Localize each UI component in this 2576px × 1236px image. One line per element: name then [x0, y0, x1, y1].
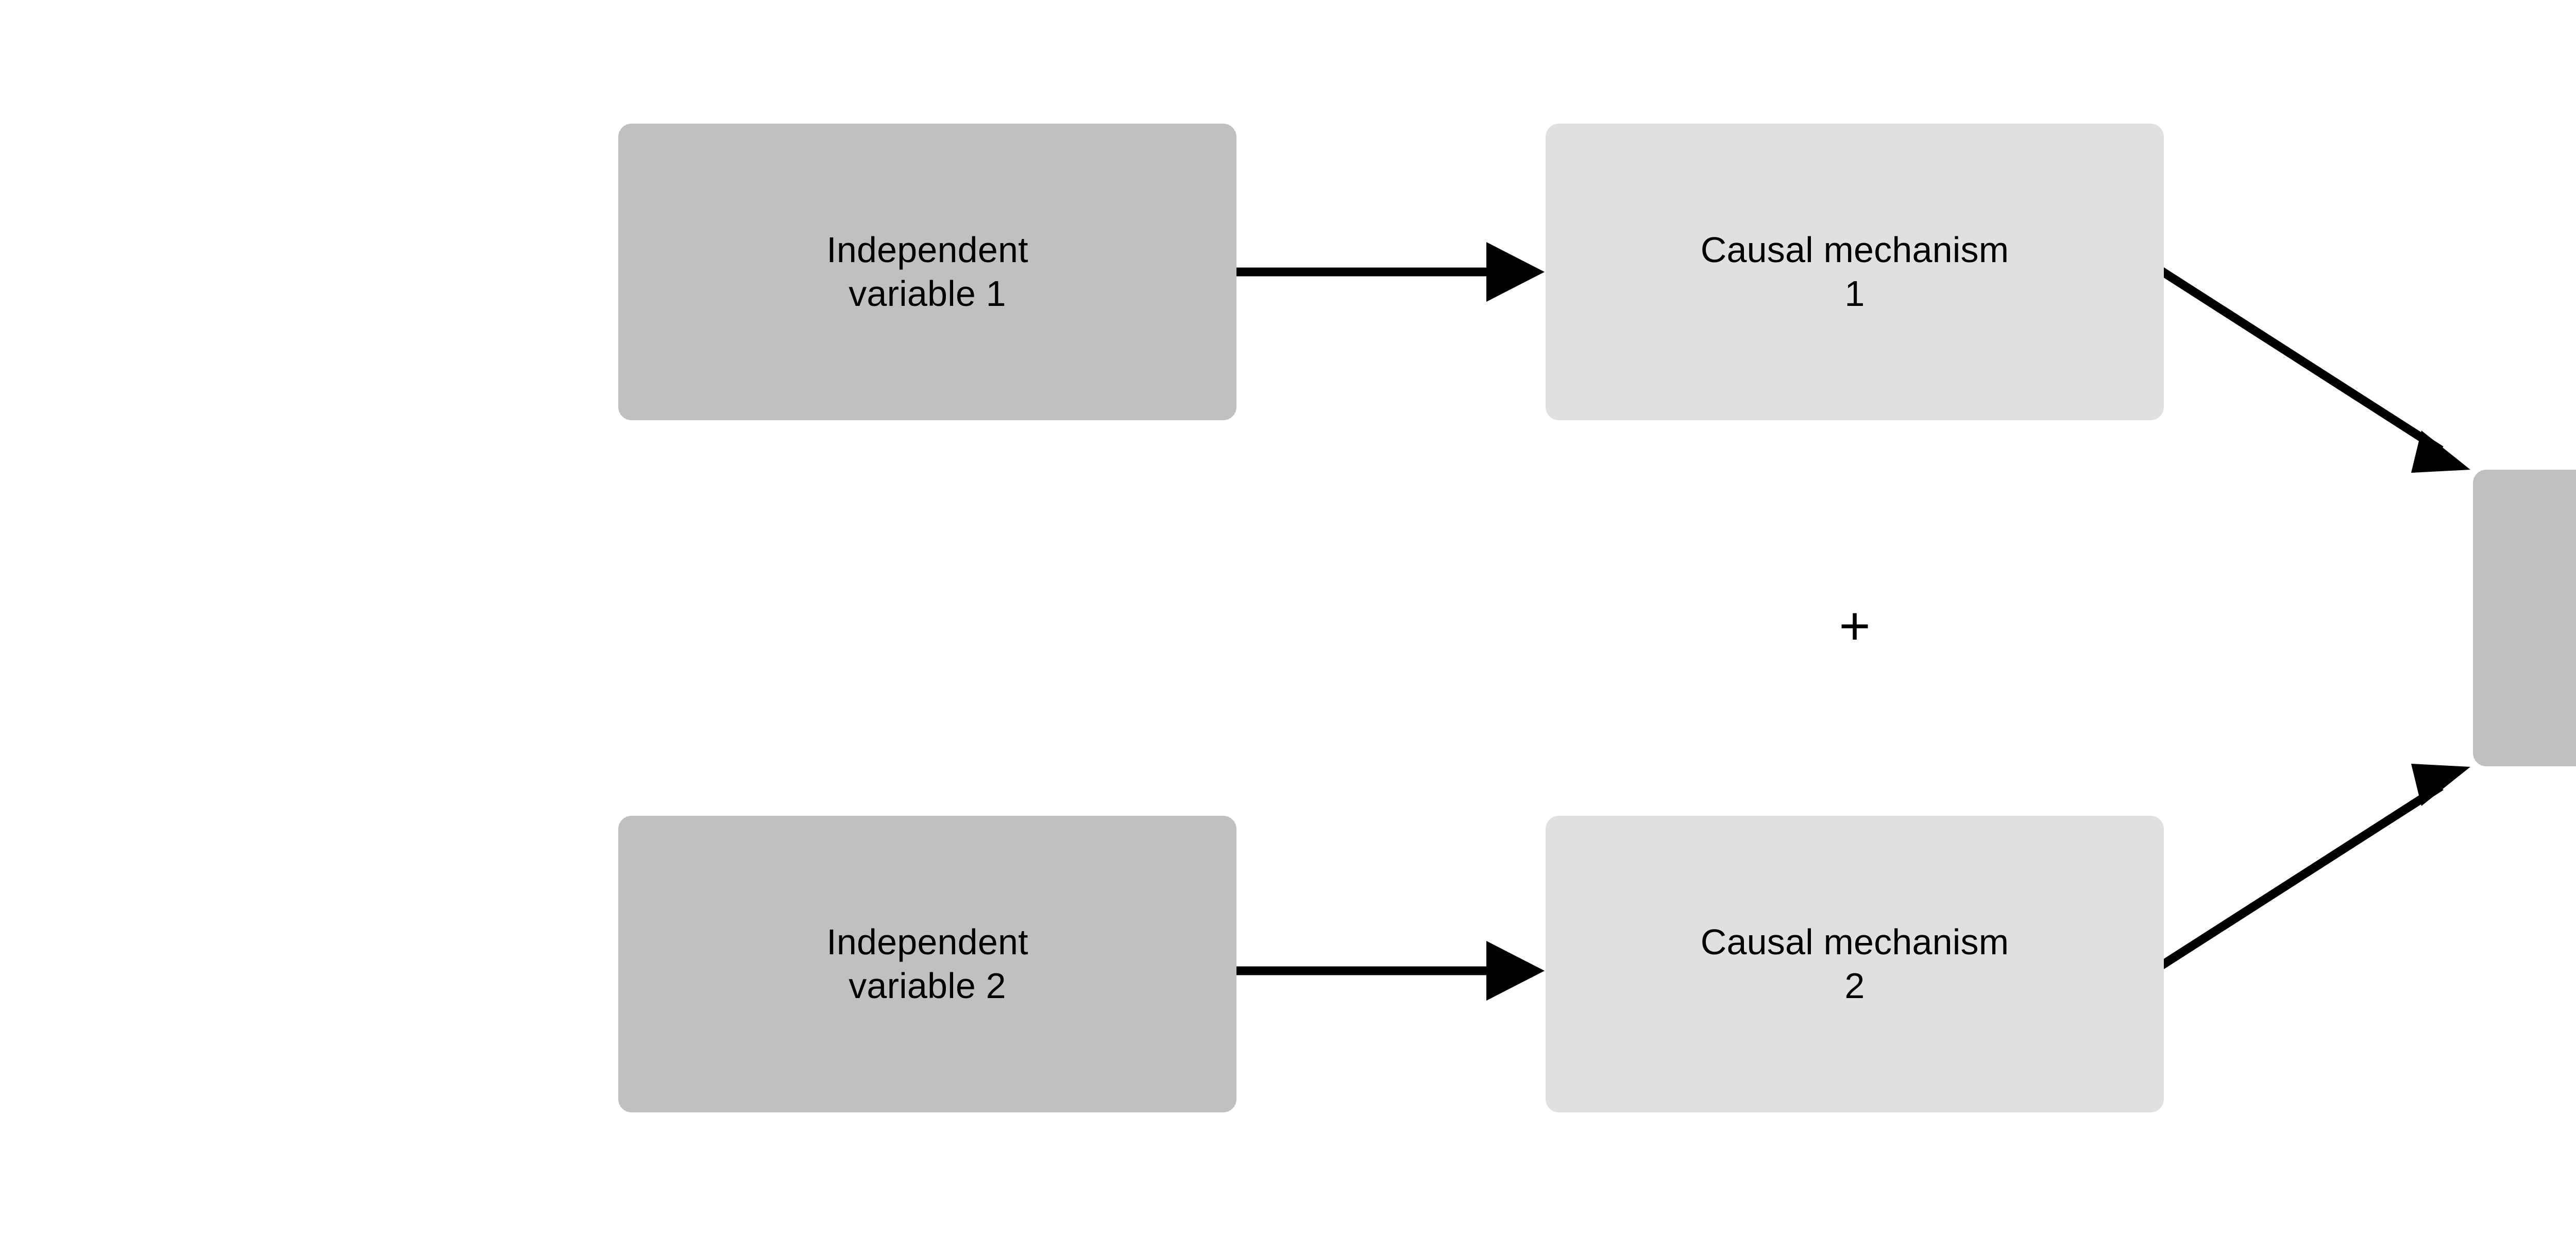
node-dependent-variable[interactable]: Dependent variable [2473, 470, 2576, 766]
edge-iv2-cm2 [1232, 941, 1545, 1001]
node-causal-mechanism-1[interactable]: Causal mechanism 1 [1546, 124, 2164, 420]
edge-cm2-dv [2157, 764, 2470, 971]
node-label-independent-variable-2: Independent variable 2 [826, 921, 1028, 1006]
node-label-causal-mechanism-1: Causal mechanism 1 [1700, 229, 2009, 314]
edge-iv1-cm1 [1232, 242, 1545, 302]
node-causal-mechanism-2[interactable]: Causal mechanism 2 [1546, 816, 2164, 1112]
node-independent-variable-2[interactable]: Independent variable 2 [618, 816, 1236, 1112]
node-label-causal-mechanism-2: Causal mechanism 2 [1700, 921, 2009, 1006]
edge-cm1-dv [2157, 266, 2470, 473]
plus-operator-icon: + [1839, 595, 1871, 656]
node-label-independent-variable-1: Independent variable 1 [826, 229, 1028, 314]
node-independent-variable-1[interactable]: Independent variable 1 [618, 124, 1236, 420]
